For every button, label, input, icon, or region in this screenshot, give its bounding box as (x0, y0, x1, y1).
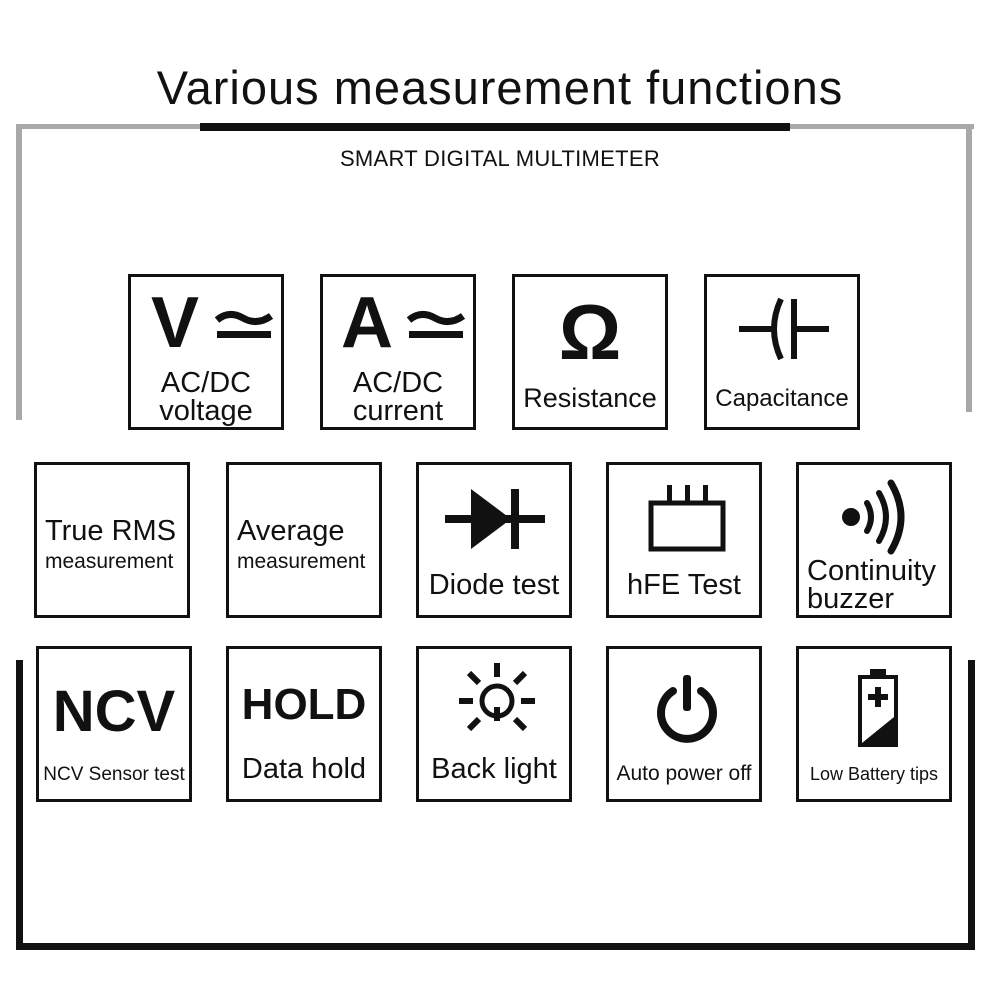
tile-label: Auto power off (616, 762, 752, 785)
tile-label-line2: current (352, 395, 444, 427)
voltage-symbol: V (151, 283, 200, 363)
frame-bottom-left (16, 660, 23, 950)
tile-low-battery: Low Battery tips (796, 646, 952, 802)
transistor-socket-icon (648, 485, 726, 552)
tile-label-line2: voltage (159, 395, 253, 427)
battery-icon (858, 669, 898, 747)
tile-label: hFE Test (627, 569, 741, 601)
ac-dc-wave-icon (407, 311, 465, 338)
frame-bottom (16, 943, 975, 950)
tile-auto-power-off: Auto power off (606, 646, 762, 802)
tile-hfe: hFE Test (606, 462, 762, 618)
tile-label: Data hold (241, 753, 367, 785)
tile-diode: Diode test (416, 462, 572, 618)
tile-ncv: NCV NCV Sensor test (36, 646, 192, 802)
frame-right-gray (966, 124, 972, 412)
ncv-symbol: NCV (52, 679, 176, 744)
tile-label-line2: buzzer (807, 583, 895, 615)
hold-symbol: HOLD (241, 680, 367, 729)
tile-label-line1: Continuity (807, 555, 936, 587)
capacitor-icon (739, 297, 829, 361)
tile-label: NCV Sensor test (43, 764, 185, 785)
tile-ac-dc-voltage: V AC/DC voltage (128, 274, 284, 430)
tile-label: Back light (431, 753, 557, 785)
tile-label-line1: AC/DC (352, 367, 444, 399)
tile-hold: HOLD Data hold (226, 646, 382, 802)
tile-label: Resistance (523, 383, 657, 413)
tile-true-rms: True RMS measurement (34, 462, 190, 618)
frame-bottom-right (968, 660, 975, 950)
tile-label: Capacitance (715, 385, 849, 412)
tile-average: Average measurement (226, 462, 382, 618)
tile-label: Diode test (428, 569, 560, 601)
tile-ac-dc-current: A AC/DC current (320, 274, 476, 430)
tile-resistance: Ω Resistance (512, 274, 668, 430)
tile-label-line2: measurement (237, 550, 366, 573)
diode-icon (445, 489, 545, 549)
tile-label-line1: True RMS (45, 515, 177, 547)
tile-label-line1: AC/DC (160, 367, 252, 399)
page-title: Various measurement functions (156, 61, 844, 114)
tile-capacitance: Capacitance (704, 274, 860, 430)
current-symbol: A (341, 283, 393, 363)
sun-bulb-icon (459, 663, 535, 732)
power-icon (657, 675, 717, 743)
tile-label-line1: Average (237, 515, 345, 547)
tile-label-line2: measurement (45, 550, 174, 573)
ac-dc-wave-icon (215, 311, 273, 338)
ohm-icon: Ω (558, 288, 622, 376)
frame-top-dark (200, 123, 790, 131)
frame-left-gray (16, 124, 22, 420)
sound-waves-icon (842, 479, 905, 555)
tile-label: Low Battery tips (809, 764, 939, 784)
tile-backlight: Back light (416, 646, 572, 802)
tile-continuity: Continuity buzzer (796, 462, 952, 618)
device-name: SMART DIGITAL MULTIMETER (339, 146, 661, 171)
